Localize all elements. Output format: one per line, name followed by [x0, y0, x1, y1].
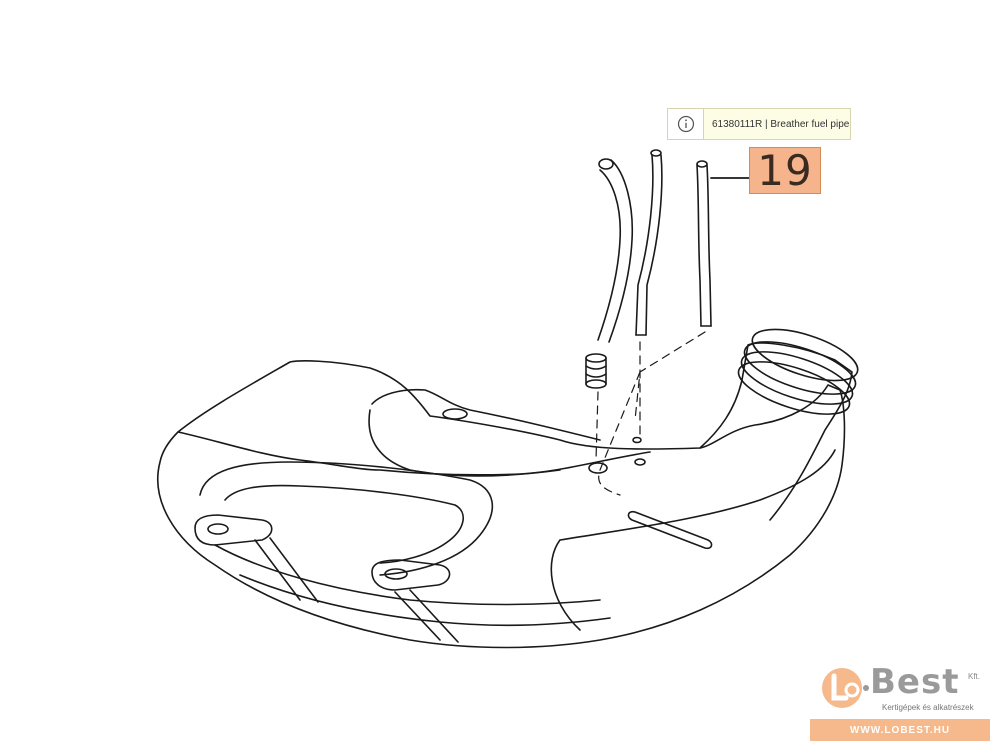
- filler-neck-thread: [737, 361, 851, 415]
- logo-url-bar: WWW.LOBEST.HU: [810, 719, 990, 741]
- breather-fuel-pipe: [696, 160, 750, 327]
- info-icon-cell[interactable]: [668, 109, 704, 139]
- filler-neck-thread: [743, 341, 857, 395]
- logo-brand: Best: [870, 662, 960, 702]
- logo-mark-icon: [822, 668, 869, 708]
- logo-tagline: Kertigépek és alkatrészek: [882, 703, 974, 712]
- tank-handle-inner: [224, 484, 464, 564]
- tank-top-inner-edge: [371, 388, 601, 441]
- tank-handle-well: [368, 409, 561, 477]
- tank-right-lobe: [550, 449, 836, 631]
- tank-rib: [394, 591, 441, 641]
- mount-lug-right-hole: [384, 568, 408, 580]
- logo-suffix: Kft.: [968, 672, 981, 681]
- tank-outline: [157, 360, 846, 649]
- mount-lug-left: [194, 514, 273, 546]
- straight-fuel-hose: [635, 149, 663, 336]
- tank-slot: [627, 510, 713, 550]
- filler-neck-thread: [740, 351, 854, 405]
- tank-top-hole: [442, 408, 468, 420]
- mount-lug-left-hole: [207, 523, 229, 535]
- tank-top-surface: [177, 431, 651, 476]
- curved-fuel-hose: [597, 158, 634, 343]
- filler-neck-mouth: [751, 328, 859, 382]
- outlet-hole-small-2: [632, 436, 642, 444]
- tank-rib: [254, 539, 301, 601]
- tooltip-text: 61380111R | Breather fuel pipe: [712, 118, 850, 130]
- outlet-hole: [588, 462, 608, 474]
- mount-lug-right: [371, 559, 451, 591]
- tank-belly-line-2: [239, 574, 611, 627]
- callout-number: 19: [757, 146, 813, 195]
- lobest-logo: Best Kft. Kertigépek és alkatrészek WWW.…: [810, 660, 990, 742]
- fuel-tank: [157, 360, 846, 649]
- tank-handle-outer: [199, 461, 494, 576]
- assembly-guide-lines: [595, 331, 706, 496]
- logo-url: WWW.LOBEST.HU: [849, 724, 951, 736]
- part-tooltip: 61380111R | Breather fuel pipe: [667, 108, 851, 140]
- tank-belly-line: [214, 544, 601, 606]
- hose-fitting: [585, 353, 607, 389]
- outlet-hole-small: [634, 458, 646, 466]
- filler-neck-body: [699, 342, 853, 521]
- tank-rib: [269, 537, 319, 603]
- part-callout-19[interactable]: 19: [749, 146, 821, 195]
- filler-neck: [699, 328, 859, 521]
- tank-rib: [409, 589, 459, 643]
- info-icon[interactable]: [677, 115, 695, 133]
